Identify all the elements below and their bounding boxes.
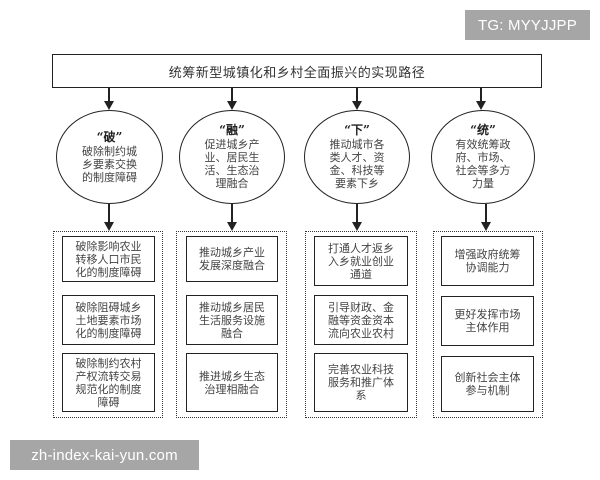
connector-line [356,204,358,223]
watermark-top-right: TG: MYYJJPP [465,10,590,40]
arrow-down-icon [352,222,362,231]
connector-line [108,88,110,102]
connector-line [231,204,233,223]
item-text: 推动城乡产业发展深度融合 [199,246,265,272]
arrow-down-icon [352,101,362,110]
item-text: 推动城乡居民生活服务设施融合 [199,300,265,340]
item-text: 破除影响农业转移人口市民化的制度障碍 [75,239,142,279]
item-box: 创新社会主体参与机制 [441,356,534,412]
item-box: 更好发挥市场主体作用 [441,296,534,346]
node-summary: 有效统筹政府、市场、社会等多方力量 [455,138,511,190]
connector-line [485,204,487,223]
item-text: 破除阻碍城乡土地要素市场化的制度障碍 [75,300,142,340]
diagram-title: 统筹新型城镇化和乡村全面振兴的实现路径 [168,65,426,81]
connector-line [356,88,358,102]
arrow-down-icon [481,222,491,231]
item-box: 破除制约农村产权流转交易规范化的制度障碍 [62,353,155,412]
arrow-down-icon [227,101,237,110]
node-summary: 促进城乡产业、居民生活、生态治理融合 [204,138,260,190]
item-box: 引导财政、金融等资金资本流向农业农村 [314,295,408,345]
ellipse-node-tong: “统” 有效统筹政府、市场、社会等多方力量 [431,110,535,204]
item-box: 推动城乡产业发展深度融合 [186,236,278,282]
item-text: 引导财政、金融等资金资本流向农业农村 [328,300,394,340]
item-text: 完善农业科技服务和推广体系 [328,363,394,402]
item-text: 打通人才返乡入乡就业创业通道 [328,241,394,281]
node-summary: 推动城市各类人才、资金、科技等要素下乡 [329,138,385,190]
item-text: 创新社会主体参与机制 [454,371,521,397]
connector-line [231,88,233,102]
connector-line [108,204,110,223]
ellipse-node-xia: “下” 推动城市各类人才、资金、科技等要素下乡 [304,110,410,204]
ellipse-node-po: “破” 破除制约城乡要素交换的制度障碍 [56,110,163,204]
diagram-title-box: 统筹新型城镇化和乡村全面振兴的实现路径 [52,54,542,88]
watermark-bottom-left: zh-index-kai-yun.com [10,440,199,470]
item-box: 推进城乡生态治理相融合 [186,353,278,412]
arrow-down-icon [104,101,114,110]
item-box: 完善农业科技服务和推广体系 [314,353,408,412]
node-head: “融” [219,123,245,137]
arrow-down-icon [227,222,237,231]
node-head: “下” [344,123,370,137]
item-text: 增强政府统筹协调能力 [454,248,521,274]
node-summary: 破除制约城乡要素交换的制度障碍 [82,144,137,184]
node-head: “破” [96,129,123,144]
item-text: 更好发挥市场主体作用 [454,308,521,334]
item-text: 推进城乡生态治理相融合 [199,369,265,396]
connector-line [480,88,482,102]
item-box: 破除阻碍城乡土地要素市场化的制度障碍 [62,295,155,345]
item-box: 推动城乡居民生活服务设施融合 [186,295,278,345]
item-box: 增强政府统筹协调能力 [441,236,534,286]
item-box: 破除影响农业转移人口市民化的制度障碍 [62,236,155,282]
item-box: 打通人才返乡入乡就业创业通道 [314,236,408,286]
node-head: “统” [470,123,496,137]
arrow-down-icon [476,101,486,110]
arrow-down-icon [104,222,114,231]
item-text: 破除制约农村产权流转交易规范化的制度障碍 [75,356,142,409]
ellipse-node-rong: “融” 促进城乡产业、居民生活、生态治理融合 [179,110,285,204]
